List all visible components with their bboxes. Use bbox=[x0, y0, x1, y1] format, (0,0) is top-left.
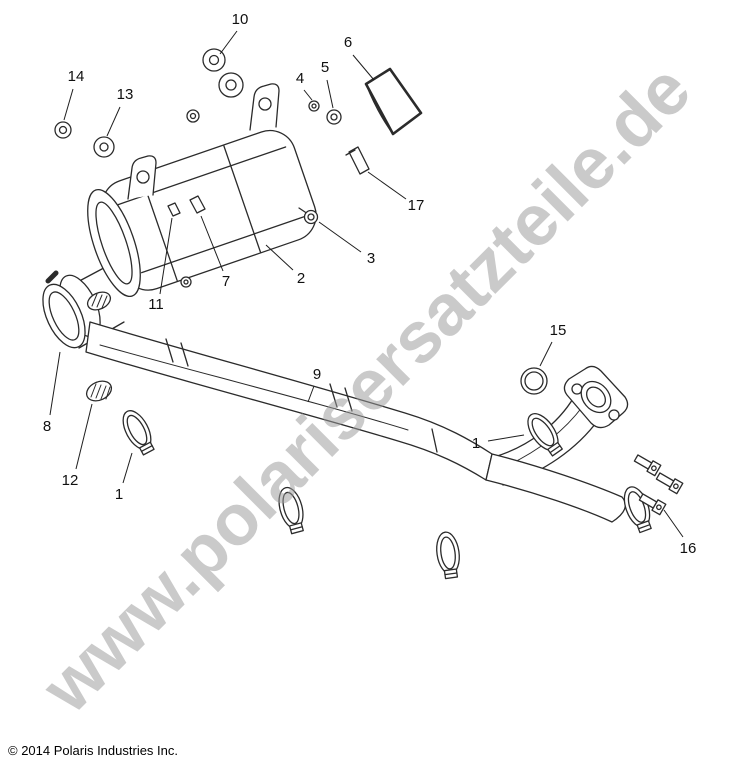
callout-leader-13 bbox=[106, 106, 121, 137]
part-1-clamp-center bbox=[436, 531, 460, 580]
part-7-pin bbox=[189, 195, 206, 214]
callout-leader-9 bbox=[307, 385, 315, 403]
callout-leader-16 bbox=[663, 509, 684, 538]
callout-label-3: 3 bbox=[367, 250, 375, 267]
callout-leader-1 bbox=[122, 452, 133, 484]
callout-leader-5 bbox=[326, 79, 334, 109]
callout-leader-4 bbox=[303, 89, 313, 101]
part-14-nut bbox=[54, 121, 72, 139]
part-17-bolt bbox=[345, 146, 370, 175]
part-4-washer bbox=[308, 100, 320, 112]
callout-leader-2 bbox=[265, 244, 294, 271]
mounting-bracket-right bbox=[249, 83, 280, 131]
part-10-washers bbox=[186, 48, 244, 123]
callout-layer: 10 654 14 13 17 3 2 7 11 15 9 8 1 12 1 16 bbox=[43, 11, 697, 557]
exhaust-diagram-line-art bbox=[42, 48, 684, 580]
callout-leader-8 bbox=[49, 351, 61, 416]
part-11-stud bbox=[167, 202, 192, 288]
callout-label-4: 4 bbox=[296, 70, 304, 87]
part-13-washer bbox=[93, 136, 115, 158]
callout-leader-12 bbox=[75, 403, 93, 470]
callout-label-14: 14 bbox=[68, 68, 85, 85]
callout-label-10: 10 bbox=[232, 11, 249, 28]
lower-right-pipe bbox=[485, 453, 626, 523]
callout-label-7: 7 bbox=[222, 273, 230, 290]
part-3-bolt bbox=[298, 207, 319, 225]
callout-leader-1 bbox=[487, 434, 525, 442]
callout-label-6: 6 bbox=[344, 34, 352, 51]
callout-label-12: 12 bbox=[62, 472, 79, 489]
callout-label-8: 8 bbox=[43, 418, 51, 435]
callout-leader-15 bbox=[539, 341, 553, 367]
part-12-spring-upper bbox=[86, 291, 112, 311]
part-15-o-ring bbox=[520, 367, 548, 395]
callout-label-1: 1 bbox=[472, 435, 480, 452]
part-5-nut bbox=[326, 109, 342, 125]
part-1-clamp-right bbox=[527, 413, 563, 457]
callout-leader-6 bbox=[352, 54, 375, 81]
part-1-clamp-left bbox=[122, 410, 155, 456]
exhaust-flange bbox=[563, 365, 629, 429]
callout-label-9: 9 bbox=[313, 366, 321, 383]
mounting-bracket-left bbox=[127, 155, 157, 200]
callout-leader-17 bbox=[367, 171, 407, 200]
part-12-spring bbox=[85, 380, 113, 402]
callout-label-17: 17 bbox=[408, 197, 425, 214]
callout-label-16: 16 bbox=[680, 540, 697, 557]
copyright-text: © 2014 Polaris Industries Inc. bbox=[8, 743, 178, 758]
callout-label-13: 13 bbox=[117, 86, 134, 103]
callout-label-15: 15 bbox=[550, 322, 567, 339]
callout-label-5: 5 bbox=[321, 59, 329, 76]
callout-label-2: 2 bbox=[297, 270, 305, 287]
callout-leader-14 bbox=[63, 88, 74, 121]
callout-leader-11 bbox=[159, 217, 173, 295]
callout-leader-7 bbox=[200, 215, 224, 272]
part-1-clamp-mid bbox=[278, 486, 304, 535]
callout-leader-10 bbox=[219, 30, 238, 55]
callout-label-11: 11 bbox=[148, 296, 164, 313]
part-8-outlet-tip bbox=[42, 270, 101, 349]
callout-leader-3 bbox=[318, 221, 362, 253]
part-6-boot bbox=[364, 67, 423, 136]
part-16-bolts bbox=[633, 454, 684, 516]
callout-label-1: 1 bbox=[115, 486, 123, 503]
